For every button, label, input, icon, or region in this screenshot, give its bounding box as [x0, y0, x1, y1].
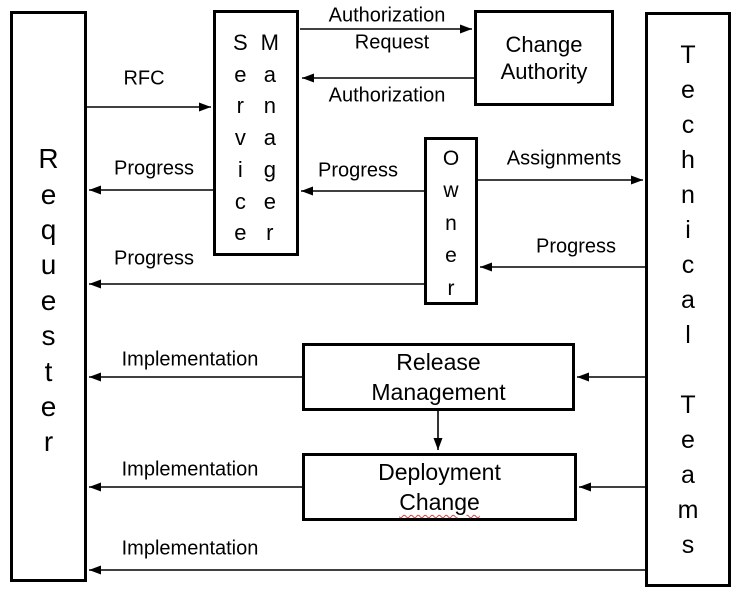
label-progress-owner-to-sm: Progress — [317, 159, 399, 182]
node-owner-label: O w n e r — [442, 146, 460, 300]
label-authorization-request-line1: Authorization — [328, 4, 446, 27]
node-service-manager: S e r v i c e M a n a g e r — [213, 10, 299, 256]
node-technical-teams: T e c h n i c a l T e a m s — [645, 12, 731, 587]
label-authorization-request-line2: Request — [354, 31, 430, 54]
node-change-authority-label: Change Authority — [500, 32, 588, 84]
node-change-authority: Change Authority — [474, 10, 614, 106]
label-progress-sm-to-requester: Progress — [113, 157, 195, 180]
label-rfc: RFC — [123, 67, 165, 90]
label-authorization: Authorization — [328, 84, 446, 107]
node-service-manager-label-word1: S e r v i c e — [232, 30, 248, 246]
node-requester: R e q u e s t e r — [10, 11, 87, 582]
label-implementation-release: Implementation — [121, 348, 259, 371]
node-deployment-change-label: Deployment Change — [378, 459, 501, 515]
label-implementation-teams: Implementation — [121, 537, 259, 560]
node-release-management-label: Release Management — [371, 349, 506, 405]
node-technical-teams-label: T e c h n i c a l T e a m s — [677, 41, 699, 559]
node-service-manager-label-word2: M a n a g e r — [260, 30, 279, 246]
label-implementation-deployment: Implementation — [121, 458, 259, 481]
node-owner: O w n e r — [424, 137, 478, 305]
node-requester-label: R e q u e s t e r — [38, 143, 59, 458]
misspelled-word-underline: Change — [399, 489, 480, 515]
node-release-management: Release Management — [302, 343, 575, 411]
label-progress-teams-to-owner: Progress — [535, 235, 617, 258]
node-deployment-change: Deployment Change — [302, 453, 577, 521]
label-assignments: Assignments — [506, 147, 622, 170]
label-progress-owner-to-requester: Progress — [113, 247, 195, 270]
